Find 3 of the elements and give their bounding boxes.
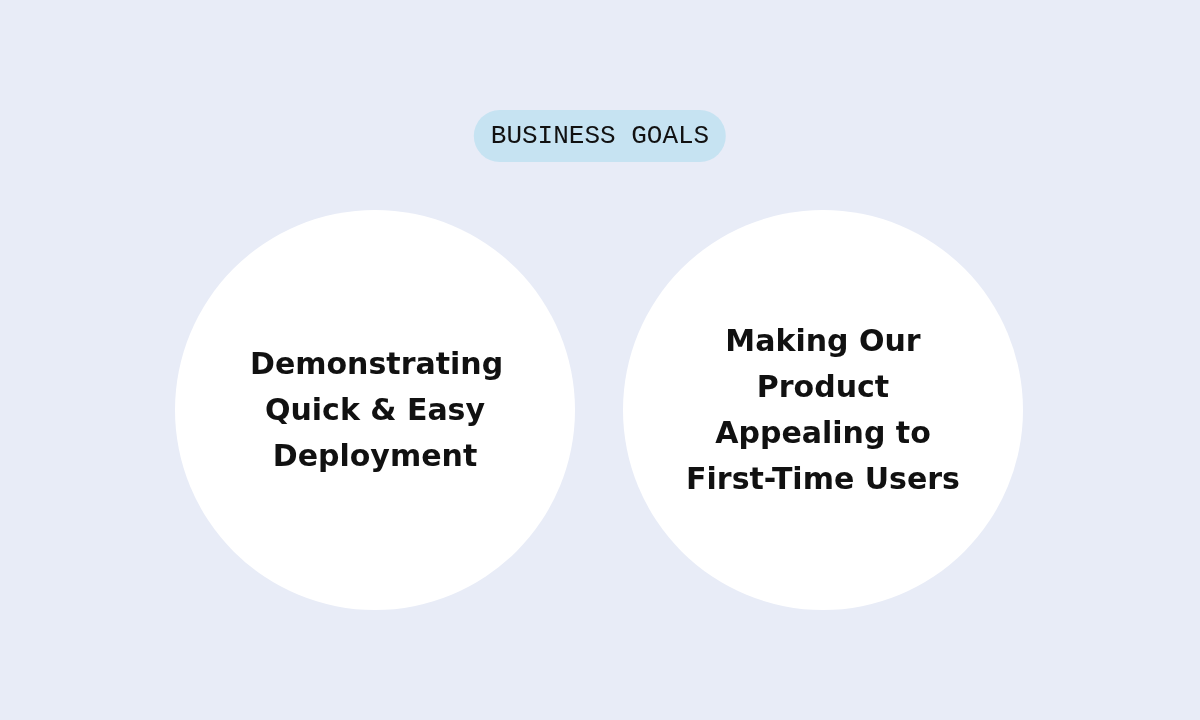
goal-text: Demonstrating Quick & Easy Deployment — [250, 345, 500, 475]
title-pill: BUSINESS GOALS — [473, 110, 727, 162]
goal-text: Making Our Product Appealing to First-Time Users — [685, 322, 961, 498]
